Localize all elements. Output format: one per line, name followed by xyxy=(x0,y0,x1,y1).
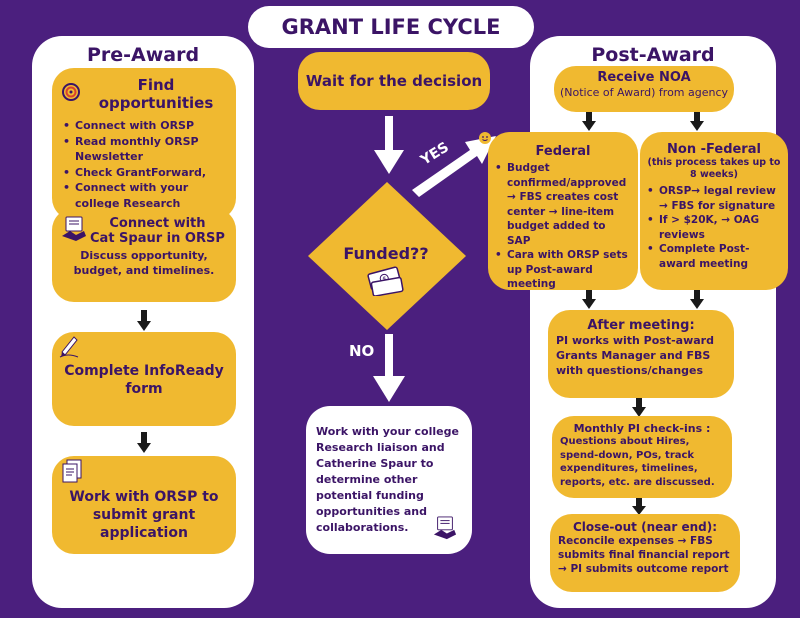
noa-sub: (Notice of Award) from agency xyxy=(559,86,729,99)
federal-title: Federal xyxy=(535,144,591,159)
money-icon: $ xyxy=(366,266,406,300)
nonfederal-box: Non -Federal (this process takes up to 8… xyxy=(640,132,788,290)
connect-title-line2: Cat Spaur in ORSP xyxy=(90,231,225,246)
funded-diamond xyxy=(308,182,466,330)
pen-icon xyxy=(58,334,80,362)
closeout-body: Reconcile expenses → FBS submits final f… xyxy=(558,535,730,575)
connect-title-line1: Connect with xyxy=(109,216,206,231)
submit-title: Work with ORSP to submit grant applicati… xyxy=(69,489,219,541)
inforeday-box: Complete InfoReady form xyxy=(52,332,236,426)
arrow-nonfederal-after xyxy=(690,290,704,309)
find-opportunities-list: Connect with ORSP Read monthly ORSP News… xyxy=(62,118,228,227)
arrow-yes xyxy=(412,136,496,197)
pre-arrow-1 xyxy=(137,310,151,331)
closeout-box: Close-out (near end): Reconcile expenses… xyxy=(550,514,740,592)
list-item: Connect with ORSP xyxy=(62,118,228,134)
arrow-monthly-closeout xyxy=(632,498,646,515)
list-item: Connect with your college Research Liais… xyxy=(62,180,228,227)
after-meeting-body: PI works with Post-award Grants Manager … xyxy=(556,334,714,377)
handshake-document-icon xyxy=(432,516,458,544)
noa-title: Receive NOA xyxy=(597,70,691,85)
arrow-noa-federal xyxy=(582,112,596,131)
list-item: Complete Post-award meeting xyxy=(646,242,782,271)
target-icon xyxy=(62,83,80,105)
arrow-wait-to-funded xyxy=(374,116,404,174)
inforeday-title: Complete InfoReady form xyxy=(64,363,224,397)
submit-box: Work with ORSP to submit grant applicati… xyxy=(52,456,236,554)
documents-icon xyxy=(60,458,84,488)
find-opportunities-title: Find opportunities xyxy=(98,76,214,112)
smiley-icon xyxy=(478,130,492,149)
svg-text:$: $ xyxy=(382,275,388,284)
federal-box: Federal Budget confirmed/approved → FBS … xyxy=(488,132,638,290)
nonfederal-sub: (this process takes up to 8 weeks) xyxy=(647,157,781,180)
monthly-box: Monthly PI check-ins : Questions about H… xyxy=(552,416,732,498)
handshake-document-icon xyxy=(60,216,88,246)
nonfederal-title: Non -Federal xyxy=(667,142,761,157)
arrow-federal-after xyxy=(582,290,596,309)
no-outcome-text: Work with your college Research liaison … xyxy=(316,425,459,534)
list-item: If > $20K, → OAG reviews xyxy=(646,213,782,242)
list-item: Check GrantForward, xyxy=(62,165,228,181)
funded-label: Funded?? xyxy=(343,244,429,263)
wait-title: Wait for the decision xyxy=(305,72,483,90)
list-item: Cara with ORSP sets up Post-award meetin… xyxy=(494,248,632,292)
list-item: Budget confirmed/approved → FBS creates … xyxy=(494,161,632,248)
list-item: Read monthly ORSP Newsletter xyxy=(62,134,228,165)
connect-body: Discuss opportunity, budget, and timelin… xyxy=(73,249,215,277)
no-outcome-box: Work with your college Research liaison … xyxy=(306,406,472,554)
monthly-body: Questions about Hires, spend-down, POs, … xyxy=(560,436,715,488)
arrow-no xyxy=(373,334,405,402)
noa-box: Receive NOA (Notice of Award) from agenc… xyxy=(554,66,734,112)
connect-box: Connect with Cat Spaur in ORSP Discuss o… xyxy=(52,208,236,302)
find-opportunities-box: Find opportunities Connect with ORSP Rea… xyxy=(52,68,236,225)
monthly-title: Monthly PI check-ins : xyxy=(573,422,711,435)
after-meeting-title: After meeting: xyxy=(587,318,695,333)
pre-arrow-2 xyxy=(137,432,151,453)
page-title: GRANT LIFE CYCLE xyxy=(248,6,534,48)
wait-box: Wait for the decision xyxy=(298,52,490,110)
arrow-noa-nonfederal xyxy=(690,112,704,131)
pre-award-title: Pre-Award xyxy=(86,44,200,66)
pre-award-panel: Pre-Award Find opportunities Connect wit… xyxy=(32,36,254,608)
post-award-title: Post-Award xyxy=(591,44,715,66)
closeout-title: Close-out (near end): xyxy=(572,520,718,534)
arrow-after-monthly xyxy=(632,398,646,417)
no-label: NO xyxy=(349,342,375,360)
list-item: ORSP→ legal review → FBS for signature xyxy=(646,184,782,213)
after-meeting-box: After meeting: PI works with Post-award … xyxy=(548,310,734,398)
